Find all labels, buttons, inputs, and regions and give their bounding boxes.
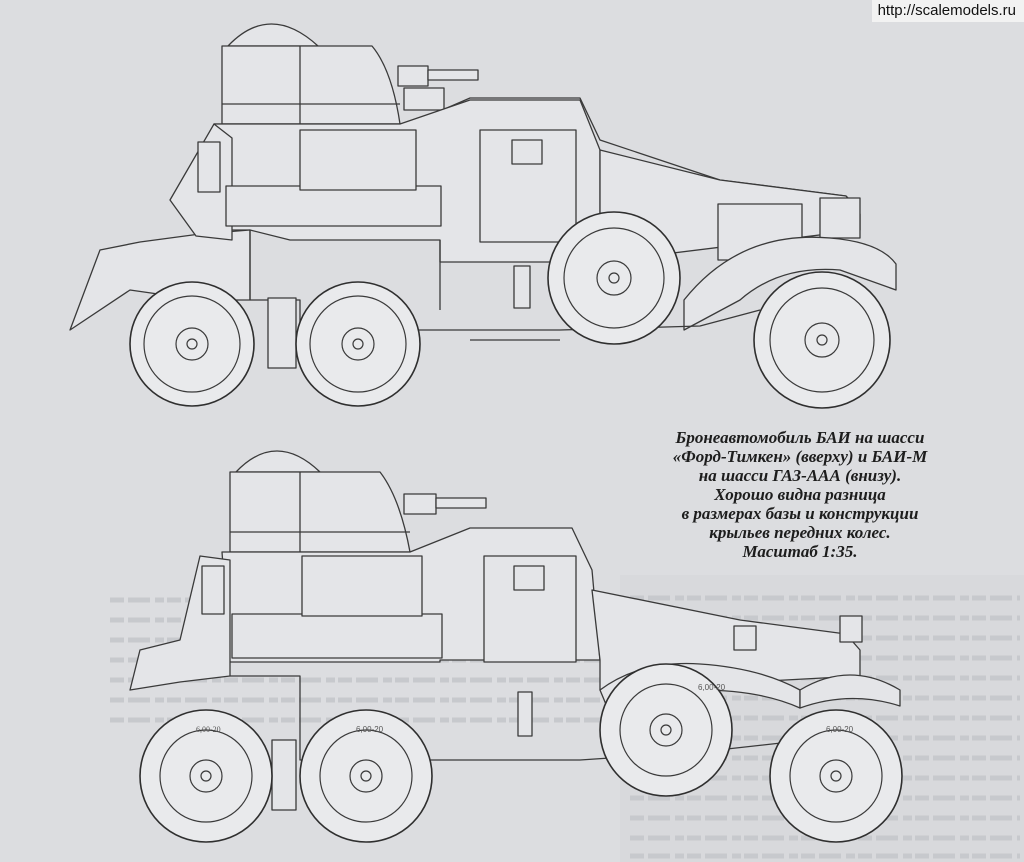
tire-marking: 6,00-20 xyxy=(356,725,384,734)
wheel xyxy=(129,281,255,407)
caption-line: Бронеавтомобиль БАИ на шасси xyxy=(675,428,925,447)
figure-caption: Бронеавтомобиль БАИ на шасси «Форд-Тимке… xyxy=(600,428,1000,561)
wheel-with-tire-marking: 6,00-20 xyxy=(299,709,433,843)
tire-marking: 6,00-20 xyxy=(826,725,854,734)
bai-m-armored-car-drawing: 6,00-20 6,00-20 6,00-20 6,00-20 xyxy=(129,450,903,843)
tire-marking: 6,00-20 xyxy=(698,683,726,692)
wheel-with-tire-marking: 6,00-20 xyxy=(599,663,733,797)
wheel-with-tire-marking: 6,00-20 xyxy=(139,709,273,843)
tire-marking: 6,00-20 xyxy=(196,725,221,734)
wheel-with-tire-marking: 6,00-20 xyxy=(769,709,903,843)
wheel xyxy=(295,281,421,407)
wheel xyxy=(547,211,681,345)
caption-line: Хорошо видна разница xyxy=(714,485,886,504)
caption-line: на шасси ГАЗ-ААА (внизу). xyxy=(698,466,902,485)
caption-line: Масштаб 1:35. xyxy=(742,542,858,561)
bai-armored-car-drawing xyxy=(69,23,897,409)
caption-line: в размерах базы и конструкции xyxy=(681,504,919,523)
caption-line: крыльев передних колес. xyxy=(709,523,891,542)
source-watermark: http://scalemodels.ru xyxy=(871,0,1024,22)
caption-line: «Форд-Тимкен» (вверху) и БАИ-М xyxy=(672,447,928,466)
wheel xyxy=(753,271,891,409)
